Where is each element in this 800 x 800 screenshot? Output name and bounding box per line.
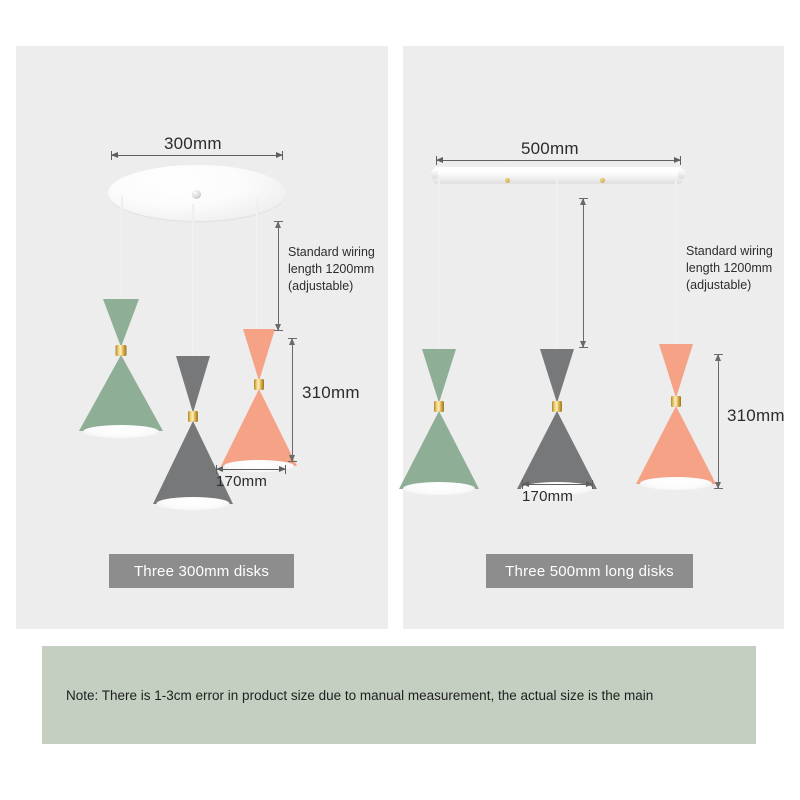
dimension-line-wiring-length xyxy=(274,221,283,331)
bar-screw-1 xyxy=(505,178,510,183)
panel-three-500mm-long-disks: 500mm Standard wiring length 1200mm xyxy=(399,46,785,629)
brass-collar-icon xyxy=(115,345,127,356)
pendant-lamp-coral xyxy=(634,344,718,496)
ceiling-plate-round xyxy=(108,165,286,221)
shade-rim-green xyxy=(83,425,159,438)
bar-screw-2 xyxy=(600,178,605,183)
pendant-lamp-coral xyxy=(219,329,299,479)
arrow-left-icon xyxy=(522,481,529,487)
brass-collar-icon xyxy=(434,401,444,412)
measurement-note-text: Note: There is 1-3cm error in product si… xyxy=(66,687,654,703)
label-wiring-length: Standard wiring length 1200mm (adjustabl… xyxy=(288,244,375,295)
dimension-line-plate-width-500mm xyxy=(436,156,681,165)
dimension-line-plate-width-300mm xyxy=(111,151,283,160)
cord-coral xyxy=(256,198,258,329)
cord-gray xyxy=(192,204,194,361)
shade-rim-coral xyxy=(640,477,712,490)
brass-collar-icon xyxy=(254,379,264,390)
wiring-line-3: (adjustable) xyxy=(288,279,354,293)
arrow-down-icon xyxy=(715,482,721,489)
arrow-left-icon xyxy=(216,466,223,472)
arrow-left-icon xyxy=(436,157,443,163)
dimension-line-wiring-length xyxy=(579,198,588,348)
wiring-line-3: (adjustable) xyxy=(686,278,752,292)
panel-three-300mm-disks: 300mm xyxy=(16,46,388,629)
shade-rim-gray xyxy=(156,497,230,510)
pendant-lamp-green xyxy=(78,299,164,439)
caption-chip-left: Three 300mm disks xyxy=(109,554,294,588)
shade-rim-gray xyxy=(521,482,593,495)
label-plate-width-300mm: 300mm xyxy=(164,134,222,153)
cord-green xyxy=(121,196,123,304)
shade-rim-green xyxy=(403,482,475,495)
arrow-up-icon xyxy=(715,354,721,361)
label-plate-width-500mm: 500mm xyxy=(521,139,579,158)
arrow-right-icon xyxy=(276,152,283,158)
label-shade-width-170mm: 170mm xyxy=(216,473,268,490)
arrow-up-icon xyxy=(275,221,281,228)
cord-gray xyxy=(556,179,558,354)
label-wiring-length: Standard wiring length 1200mm (adjustabl… xyxy=(686,243,773,294)
measurement-note-box: Note: There is 1-3cm error in product si… xyxy=(42,646,756,744)
arrow-right-icon xyxy=(279,466,286,472)
dimension-line-shade-width-170mm xyxy=(216,465,286,474)
brass-collar-icon xyxy=(188,411,198,422)
arrow-up-icon xyxy=(289,338,295,345)
dimension-line-shade-height-310mm xyxy=(288,338,297,462)
dimension-line-shade-width-170mm xyxy=(522,480,593,489)
label-shade-width-170mm: 170mm xyxy=(522,488,574,505)
pendant-lamp-green xyxy=(397,349,481,501)
arrow-down-icon xyxy=(275,324,281,331)
pendant-lamp-gray xyxy=(152,356,234,521)
label-shade-height-310mm: 310mm xyxy=(302,383,360,402)
arrow-right-icon xyxy=(586,481,593,487)
wiring-line-2: length 1200mm xyxy=(288,262,375,276)
wiring-line-2: length 1200mm xyxy=(686,261,773,275)
bar-end-cap-left xyxy=(431,169,438,179)
cord-green xyxy=(438,179,440,354)
arrow-down-icon xyxy=(580,341,586,348)
wiring-line-1: Standard wiring xyxy=(288,245,375,259)
label-shade-height-310mm: 310mm xyxy=(727,406,785,425)
caption-chip-right: Three 500mm long disks xyxy=(486,554,693,588)
dimension-line-shade-height-310mm xyxy=(714,354,723,489)
arrow-down-icon xyxy=(289,455,295,462)
bar-end-cap-right xyxy=(678,169,685,179)
arrow-up-icon xyxy=(580,198,586,205)
brass-collar-icon xyxy=(552,401,562,412)
brass-collar-icon xyxy=(671,396,681,407)
pendant-lamp-gray xyxy=(515,349,599,501)
cord-coral xyxy=(675,179,677,346)
ceiling-plate-bar xyxy=(431,167,685,183)
arrow-right-icon xyxy=(674,157,681,163)
arrow-left-icon xyxy=(111,152,118,158)
wiring-line-1: Standard wiring xyxy=(686,244,773,258)
ceiling-plate-screw-nub xyxy=(192,190,201,199)
